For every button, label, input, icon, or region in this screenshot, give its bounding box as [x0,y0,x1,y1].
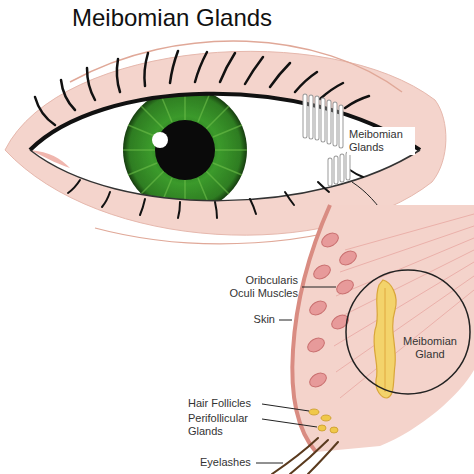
muscle-bundle [307,298,329,317]
muscle-bundle [311,262,333,281]
part-label: Perifollicular Glands [188,412,266,438]
lower-lid-line [30,150,420,201]
follicle [321,415,331,421]
leader-line [262,404,309,411]
highlight [152,132,168,148]
meibomian-glands [305,96,348,184]
iris [123,88,247,212]
skin-layer [292,205,330,452]
muscle-bundle [319,230,341,249]
part-label: Oribcularis Oculi Muscles [220,274,298,300]
caruncle [30,150,70,168]
leader-line [256,463,283,464]
perifollicular-gland [330,427,338,433]
gland-duct [385,288,386,392]
leader-line [279,320,292,321]
muscle-bundle [334,277,356,296]
muscle-bundle [305,335,327,354]
part-label: Eyelashes [200,456,256,469]
diagram-title: Meibomian Glands [72,4,272,32]
hair-follicles [309,409,338,433]
follicle [309,409,319,415]
meibomian-gland-shape [374,280,396,398]
part-label: Meibomian Glands [347,127,415,155]
lid-section [292,205,474,452]
part-label: Skin [245,313,275,326]
leader-line [302,287,336,288]
muscle-bundle [337,248,359,267]
pupil [155,120,215,180]
part-label: Meibomian Gland [402,335,458,361]
lower-eyelashes [68,170,363,218]
leader-line [262,419,317,427]
section-eyelashes [272,438,338,474]
perifollicular-gland [318,425,326,431]
muscle-bundle [307,370,329,389]
lid-crease [70,41,402,92]
magnifier-circle [346,270,470,394]
part-label: Hair Follicles [188,397,270,410]
muscle-fibers [334,214,474,398]
iris-fibers [123,88,247,212]
gland-outline [305,96,348,184]
